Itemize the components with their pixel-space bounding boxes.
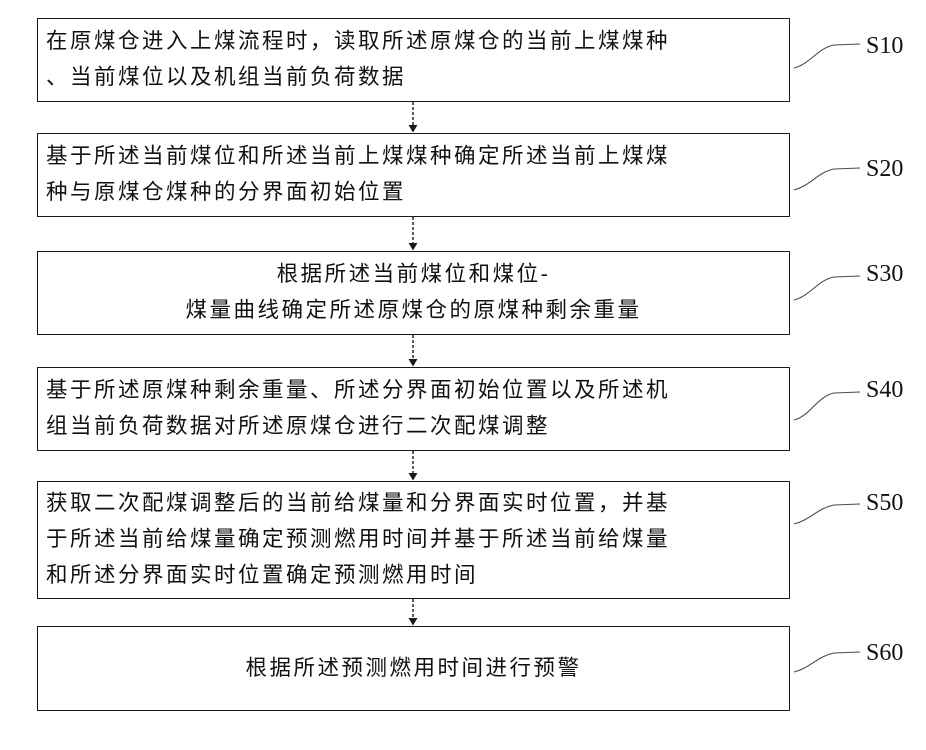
- step-box-s60: 根据所述预测燃用时间进行预警: [37, 626, 790, 711]
- step-text-s50: 获取二次配煤调整后的当前给煤量和分界面实时位置，并基 于所述当前给煤量确定预测燃…: [46, 486, 781, 594]
- arrow-head-s40: [409, 359, 418, 367]
- arrow-head-s30: [409, 243, 418, 251]
- callout-curve-s60: [794, 652, 860, 672]
- step-label-s40: S40: [866, 377, 903, 404]
- step-s50-line-3: 和所述分界面实时位置确定预测燃用时间: [46, 563, 478, 588]
- step-text-s10: 在原煤仓进入上煤流程时，读取所述原煤仓的当前上煤煤种 、当前煤位以及机组当前负荷…: [46, 24, 781, 96]
- arrow-head-s20: [409, 125, 418, 133]
- step-box-s30: 根据所述当前煤位和煤位- 煤量曲线确定所述原煤仓的原煤种剩余重量: [37, 251, 790, 335]
- step-s40-line-1: 基于所述原煤种剩余重量、所述分界面初始位置以及所述机: [46, 378, 670, 403]
- step-text-s40: 基于所述原煤种剩余重量、所述分界面初始位置以及所述机 组当前负荷数据对所述原煤仓…: [46, 373, 781, 445]
- arrow-head-s60: [409, 618, 418, 626]
- step-text-s20: 基于所述当前煤位和所述当前上煤煤种确定所述当前上煤煤 种与原煤仓煤种的分界面初始…: [46, 139, 781, 211]
- step-s20-line-1: 基于所述当前煤位和所述当前上煤煤种确定所述当前上煤煤: [46, 144, 670, 169]
- step-s30-line-2: 煤量曲线确定所述原煤仓的原煤种剩余重量: [185, 298, 641, 323]
- step-box-s50: 获取二次配煤调整后的当前给煤量和分界面实时位置，并基 于所述当前给煤量确定预测燃…: [37, 481, 790, 599]
- step-text-s30: 根据所述当前煤位和煤位- 煤量曲线确定所述原煤仓的原煤种剩余重量: [46, 257, 781, 329]
- arrow-head-s50: [409, 473, 418, 481]
- step-label-s20: S20: [866, 156, 903, 183]
- callout-curve-s20: [794, 168, 860, 190]
- step-s40-line-2: 组当前负荷数据对所述原煤仓进行二次配煤调整: [46, 414, 550, 439]
- step-s10-line-1: 在原煤仓进入上煤流程时，读取所述原煤仓的当前上煤煤种: [46, 29, 670, 54]
- step-s20-line-2: 种与原煤仓煤种的分界面初始位置: [46, 180, 406, 205]
- step-s30-line-1: 根据所述当前煤位和煤位-: [277, 262, 551, 287]
- step-label-s30: S30: [866, 261, 903, 288]
- step-label-s10: S10: [866, 33, 903, 60]
- step-box-s20: 基于所述当前煤位和所述当前上煤煤种确定所述当前上煤煤 种与原煤仓煤种的分界面初始…: [37, 133, 790, 217]
- callout-curve-s10: [794, 44, 860, 68]
- step-s50-line-2: 于所述当前给煤量确定预测燃用时间并基于所述当前给煤量: [46, 527, 670, 552]
- step-box-s10: 在原煤仓进入上煤流程时，读取所述原煤仓的当前上煤煤种 、当前煤位以及机组当前负荷…: [37, 18, 790, 102]
- callout-curve-s50: [794, 504, 860, 524]
- step-label-s50: S50: [866, 490, 903, 517]
- step-s10-line-2: 、当前煤位以及机组当前负荷数据: [46, 65, 406, 90]
- callout-curve-s30: [794, 276, 860, 300]
- step-s60-line-1: 根据所述预测燃用时间进行预警: [245, 656, 581, 681]
- callout-curve-s40: [794, 392, 860, 420]
- step-text-s60: 根据所述预测燃用时间进行预警: [46, 651, 781, 687]
- step-s50-line-1: 获取二次配煤调整后的当前给煤量和分界面实时位置，并基: [46, 491, 670, 516]
- step-box-s40: 基于所述原煤种剩余重量、所述分界面初始位置以及所述机 组当前负荷数据对所述原煤仓…: [37, 367, 790, 451]
- step-label-s60: S60: [866, 640, 903, 667]
